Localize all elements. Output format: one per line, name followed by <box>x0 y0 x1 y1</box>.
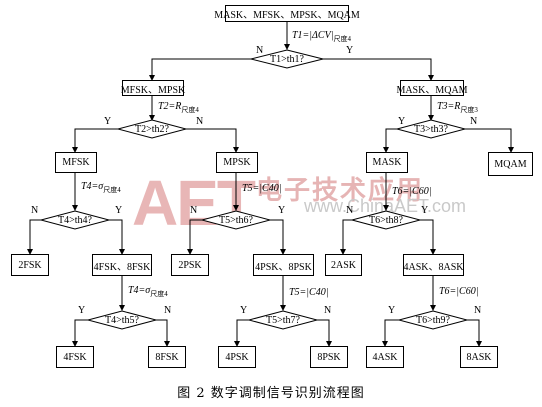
feature-t3-text: T3=R <box>437 101 461 112</box>
edge-t6b-y <box>382 319 399 347</box>
branch-label-y: Y <box>278 205 285 216</box>
feature-t5a: T5=|C40| <box>242 183 281 195</box>
feature-t6b-text: T6=|C60| <box>439 286 479 297</box>
branch-label-n: N <box>164 305 171 316</box>
feature-t2: T2=R尺度4 <box>158 101 199 116</box>
decision-t4a <box>39 210 111 230</box>
feature-t2-text: T2=R <box>158 101 182 112</box>
feature-t1-text: T1=|ΔCV| <box>292 30 334 41</box>
node-4psk-8psk: 4PSK、8PSK <box>253 254 314 276</box>
feature-t5b-text: T5=|C40| <box>289 287 329 298</box>
edge-t5a-n <box>187 219 202 255</box>
node-mask: MASK <box>366 152 408 173</box>
node-4psk: 4PSK <box>218 346 256 368</box>
feature-t3-sub: 尺度3 <box>460 106 478 114</box>
decision-t4b <box>86 310 158 330</box>
node-4ask: 4ASK <box>366 346 404 368</box>
branch-label-y: Y <box>421 205 428 216</box>
feature-t6a: T6=|C60| <box>392 186 431 198</box>
decision-t5a-label: T5>th6? <box>219 215 254 226</box>
decision-t1-label: T1>th1? <box>270 54 305 65</box>
edge-t3-n <box>465 128 514 153</box>
branch-label-n: N <box>190 205 197 216</box>
edge-t5a-y <box>270 219 286 255</box>
decision-t6b <box>397 310 469 330</box>
branch-label-n: N <box>474 305 481 316</box>
node-8ask: 8ASK <box>460 346 498 368</box>
decision-t4b-label: T4>th5? <box>105 315 140 326</box>
node-root: MASK、MFSK、MPSK、MQAM <box>214 5 360 22</box>
decision-t1 <box>250 49 324 69</box>
edge-t1-n <box>149 58 251 81</box>
edge-t6a-n <box>340 219 352 255</box>
node-4ask-8ask: 4ASK、8ASK <box>403 254 464 276</box>
edge-t4b-y <box>72 319 88 347</box>
edge-t6a-y <box>420 219 436 255</box>
feature-t6a-text: T6=|C60| <box>392 186 432 197</box>
branch-label-n: N <box>346 205 353 216</box>
edge-t4b-n <box>156 319 170 347</box>
decision-t5b <box>247 310 319 330</box>
feature-t1: T1=|ΔCV|尺度4 <box>292 30 351 45</box>
branch-label-y: Y <box>388 305 395 316</box>
edge-t6b-n <box>467 319 482 347</box>
edge-t5b-n <box>317 319 332 347</box>
feature-t5b: T5=|C40| <box>289 287 328 299</box>
decision-t5b-label: T5>th7? <box>266 315 301 326</box>
branch-label-y: Y <box>104 116 111 127</box>
decision-t4a-label: T4>th4? <box>58 215 93 226</box>
node-mfsk: MFSK <box>55 152 97 173</box>
watermark-cn-text: 电子技术应用 <box>256 176 425 206</box>
feature-t2-sub: 尺度4 <box>181 106 199 114</box>
decision-t3 <box>395 119 467 139</box>
edge-t5b-y <box>234 319 249 347</box>
node-2fsk: 2FSK <box>11 254 49 276</box>
feature-t4b-text: T4=σ <box>128 285 151 296</box>
branch-label-y: Y <box>346 45 353 56</box>
decision-t2-label: T2>th2? <box>135 124 170 135</box>
feature-t4a-sub: 尺度4 <box>103 186 121 194</box>
node-mfsk-mpsk: MFSK、MPSK <box>121 80 185 96</box>
node-4fsk: 4FSK <box>56 346 94 368</box>
edge-t4a-y <box>109 219 125 255</box>
node-8fsk: 8FSK <box>148 346 186 368</box>
edge-t2-y <box>72 128 118 153</box>
feature-t4a-text: T4=σ <box>81 181 104 192</box>
node-2psk: 2PSK <box>171 254 209 276</box>
branch-label-y: Y <box>240 305 247 316</box>
feature-t4b: T4=σ尺度4 <box>128 285 168 300</box>
feature-t4b-sub: 尺度4 <box>150 290 168 298</box>
decision-t6a-label: T6>th8? <box>369 215 404 226</box>
feature-t6b: T6=|C60| <box>439 286 478 298</box>
decision-t6a <box>350 210 422 230</box>
branch-label-y: Y <box>398 116 405 127</box>
node-mask-mqam: MASK、MQAM <box>396 80 468 96</box>
branch-label-n: N <box>324 305 331 316</box>
branch-label-y: Y <box>78 305 85 316</box>
node-mpsk: MPSK <box>216 152 258 173</box>
figure-caption: 图 2 数字调制信号识别流程图 <box>177 386 365 401</box>
branch-label-n: N <box>256 45 263 56</box>
edge-t3-y <box>383 128 397 153</box>
branch-label-n: N <box>470 116 477 127</box>
feature-t5a-text: T5=|C40| <box>242 183 282 194</box>
node-2ask: 2ASK <box>325 254 362 276</box>
edge-t2-n <box>186 128 239 153</box>
edge-t4a-n <box>27 219 41 255</box>
branch-label-y: Y <box>115 205 122 216</box>
decision-t3-label: T3>th3? <box>414 124 449 135</box>
node-8psk: 8PSK <box>310 346 348 368</box>
node-4fsk-8fsk: 4FSK、8FSK <box>92 254 152 276</box>
edge-t1-y <box>323 58 434 81</box>
branch-label-n: N <box>31 205 38 216</box>
feature-t3: T3=R尺度3 <box>437 101 478 116</box>
feature-t4a: T4=σ尺度4 <box>81 181 121 196</box>
node-mqam: MQAM <box>488 152 533 176</box>
decision-t5a <box>200 210 272 230</box>
branch-label-n: N <box>196 116 203 127</box>
decision-t6b-label: T6>th9? <box>416 315 451 326</box>
feature-t1-sub: 尺度4 <box>333 35 351 43</box>
decision-t2 <box>116 119 188 139</box>
